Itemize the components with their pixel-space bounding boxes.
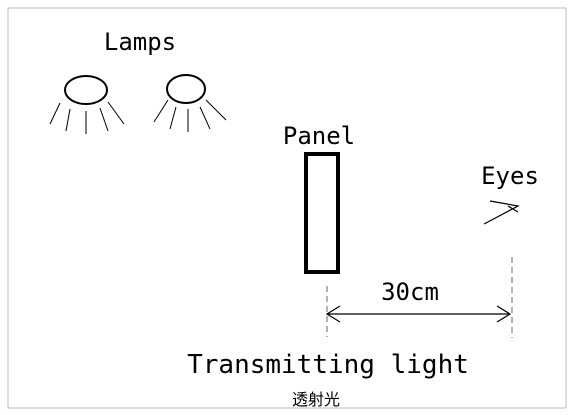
panel-label: Panel xyxy=(283,122,355,150)
distance-label: 30cm xyxy=(381,278,439,306)
eyes-label: Eyes xyxy=(481,162,539,190)
caption-cn-label: 透射光 xyxy=(292,390,340,409)
eye-icon xyxy=(483,200,520,225)
panel-rectangle xyxy=(304,152,340,274)
double-arrow-icon xyxy=(325,305,512,323)
lamp-icon xyxy=(49,75,125,134)
diagram-frame xyxy=(7,7,567,409)
lamps-label: Lamps xyxy=(104,28,176,56)
caption-label: Transmitting light xyxy=(187,350,469,380)
lamp-icon xyxy=(153,74,227,132)
